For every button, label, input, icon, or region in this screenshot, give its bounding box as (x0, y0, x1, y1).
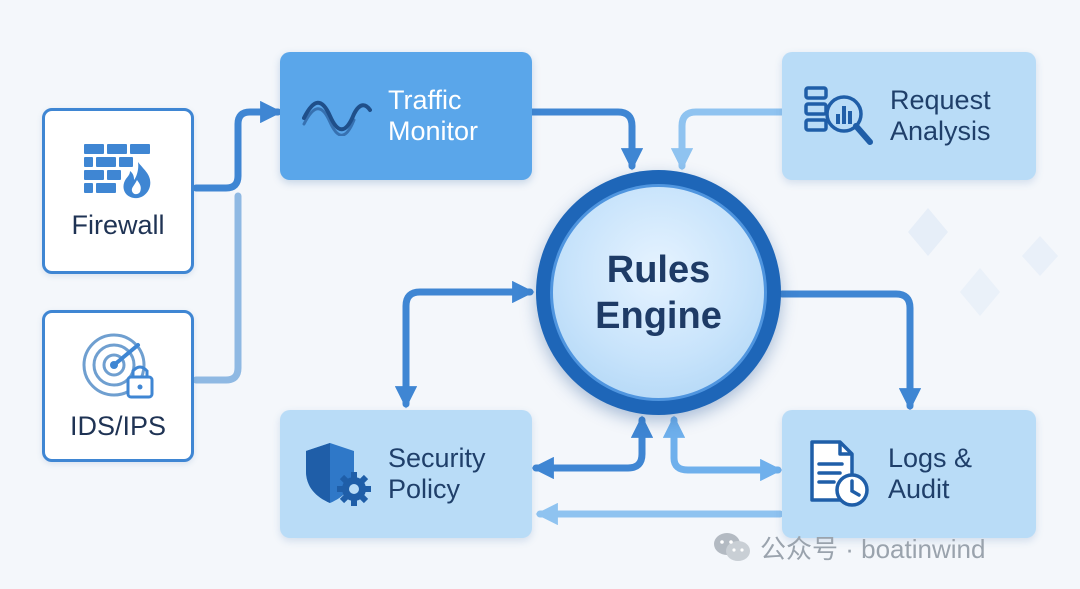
arrow-policy-engine-loop (394, 280, 535, 409)
rules-engine-node: Rules Engine (536, 170, 781, 415)
arrow-ids-to-traffic (192, 192, 242, 384)
firewall-icon (84, 143, 151, 198)
watermark-text: 公众号 · boatinwind (760, 533, 986, 564)
logs-audit-node: Logs & Audit (782, 410, 1036, 538)
ids-ips-label: IDS/IPS (69, 410, 167, 441)
arrow-engine-logs-bottom (662, 415, 783, 482)
arrow-engine-to-logs (778, 290, 922, 411)
rules-engine-label: Rules Engine (595, 248, 722, 337)
analysis-magnifier-icon (804, 86, 873, 145)
request-analysis-label: Request Analysis (890, 85, 991, 146)
document-clock-icon (810, 440, 869, 507)
arrow-traffic-to-engine (528, 108, 644, 171)
rules-engine-inner: Rules Engine (550, 184, 767, 401)
wave-icon (302, 100, 372, 136)
wechat-icon (714, 533, 750, 561)
logs-audit-label: Logs & Audit (888, 443, 973, 504)
traffic-monitor-node: Traffic Monitor (280, 52, 532, 180)
firewall-label: Firewall (71, 209, 165, 240)
request-analysis-node: Request Analysis (782, 52, 1036, 180)
arrow-request-to-engine (670, 108, 786, 171)
firewall-node: Firewall (42, 108, 194, 274)
security-policy-label: Security Policy (388, 443, 486, 504)
arrow-firewall-to-traffic (192, 100, 283, 192)
traffic-monitor-label: Traffic Monitor (388, 85, 479, 146)
shield-gear-icon (306, 443, 371, 506)
arrow-policy-engine-bottom (531, 415, 654, 480)
radar-lock-icon (82, 333, 154, 398)
watermark: 公众号 · boatinwind (712, 530, 985, 564)
ids-ips-node: IDS/IPS (42, 310, 194, 462)
security-policy-node: Security Policy (280, 410, 532, 538)
